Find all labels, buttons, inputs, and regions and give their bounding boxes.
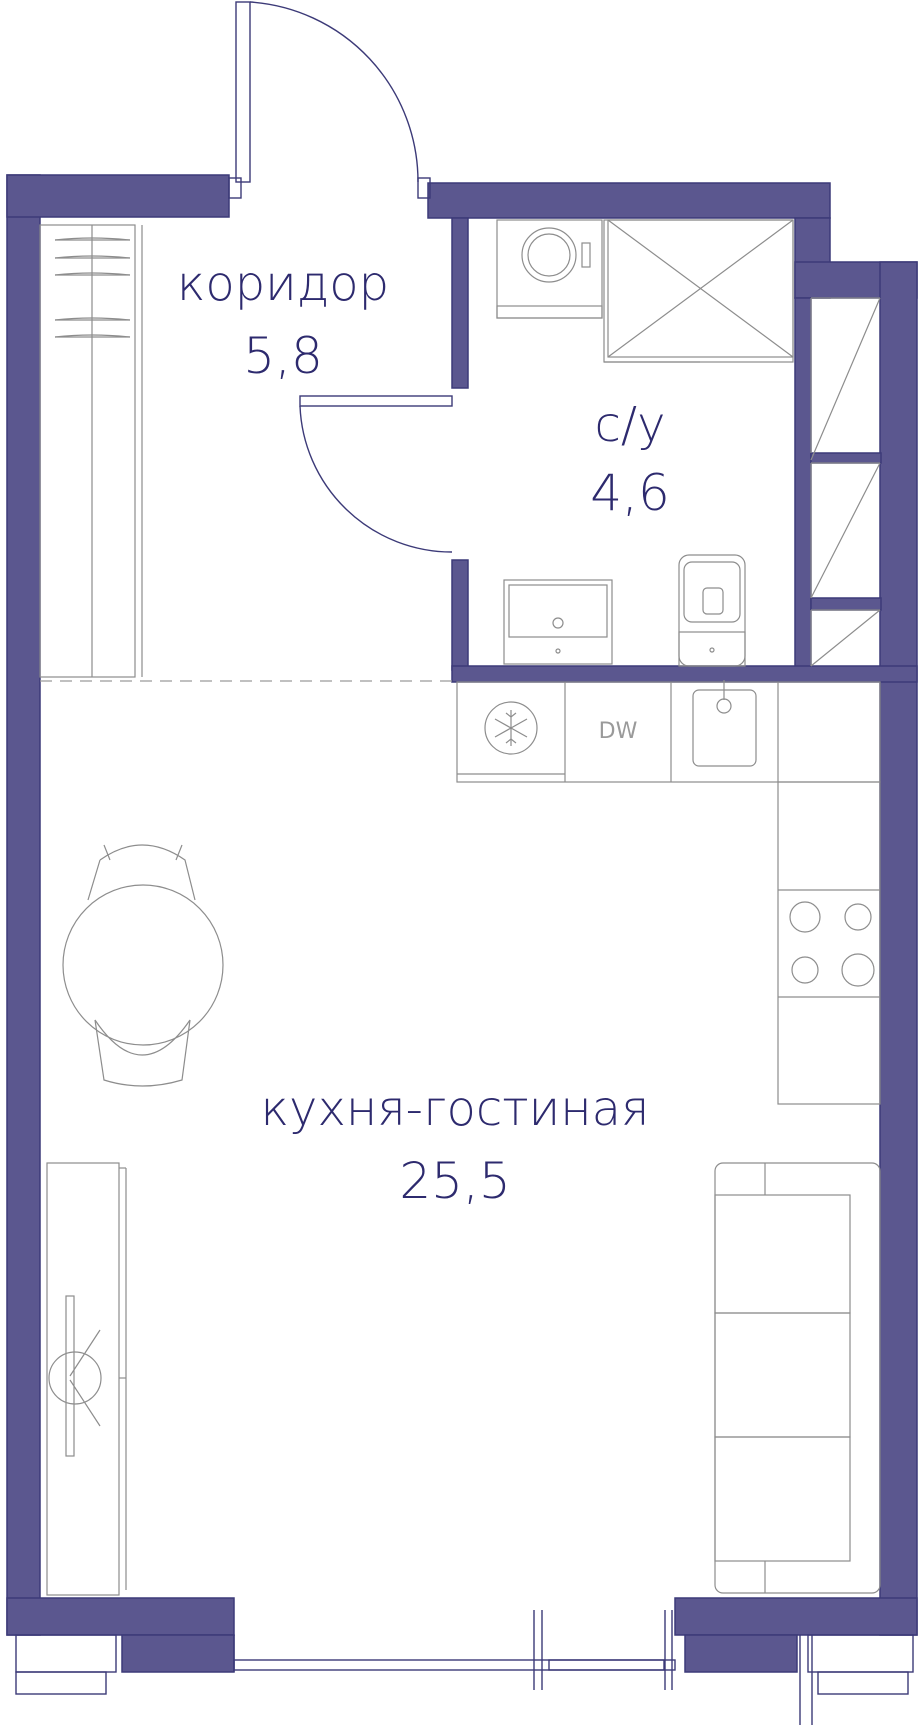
door-jamb-left [228,177,242,199]
walls [6,174,918,1673]
room-name-corridor: коридор [177,256,389,312]
desk-tv [46,1162,127,1596]
door-swing [249,1,419,183]
wall-bottom-left-box [121,1634,235,1673]
window-left-frame [15,1634,117,1673]
sink-icon [503,579,613,665]
niche-cabinets [810,297,881,667]
stove-icon [789,901,875,987]
room-labels: коридор 5,8 с/у 4,6 кухня-гостиная 25,5 [177,256,670,1210]
kitchen-counter [456,681,881,1105]
room-name-kitchen-living: кухня-гостиная [261,1081,650,1137]
room-area-bathroom: 4,6 [590,464,670,522]
wall-bottom-right [674,1597,918,1636]
bathroom-door [299,395,453,553]
wardrobe-body [39,224,136,678]
wall-bath-right [794,297,812,671]
sofa [714,1162,881,1594]
washing-machine-icon [496,219,603,319]
window-right-frame [807,1634,914,1673]
door-swing [299,405,453,553]
wardrobe [39,224,143,678]
room-name-bathroom: с/у [595,397,666,453]
wall-bath-left-upper [451,217,469,389]
room-area-corridor: 5,8 [243,327,323,385]
kitchen-sink-icon [692,680,757,767]
wall-top-left [6,174,230,218]
wall-niche-shelf-1 [810,452,882,464]
window-main [233,1659,676,1671]
wall-bath-bottom [451,665,918,683]
wall-left [6,174,41,1636]
shower-icon [603,219,794,363]
dining-table [62,844,224,1087]
wall-niche-shelf-2 [810,597,882,611]
fridge-icon [484,701,538,755]
wall-top-bathroom [427,182,831,219]
door-jamb-right [417,177,431,199]
hangers [54,237,131,338]
toilet-icon [678,554,746,667]
dishwasher-label: DW [599,719,638,744]
room-area-kitchen-living: 25,5 [399,1152,510,1210]
entrance-door [228,1,431,199]
wall-right [879,261,918,1636]
wall-bottom-left [6,1597,235,1636]
window [15,1610,914,1725]
door-leaf-entrance [235,1,251,183]
door-leaf-bathroom [299,395,453,407]
wall-bottom-right-box [684,1634,798,1673]
wall-bath-left-lower [451,559,469,671]
